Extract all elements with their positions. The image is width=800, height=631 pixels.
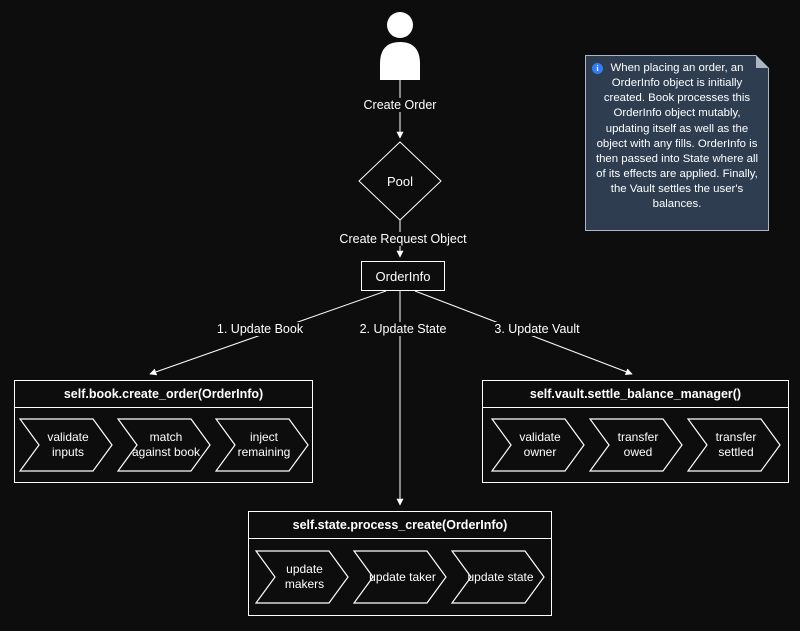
edge-label-create-request: Create Request Object bbox=[334, 232, 472, 246]
book-container: self.book.create_order(OrderInfo) valida… bbox=[14, 380, 313, 483]
chevron-shape bbox=[18, 418, 113, 472]
vault-step-transfer-settled: transfer settled bbox=[686, 418, 781, 472]
chevron-shape bbox=[255, 550, 349, 604]
book-steps: validate inputs match against book injec… bbox=[15, 408, 312, 482]
step-label: validate owner bbox=[519, 430, 561, 459]
vault-step-validate-owner: validate owner bbox=[490, 418, 585, 472]
book-step-validate-inputs: validate inputs bbox=[18, 418, 113, 472]
edge-label-update-state: 2. Update State bbox=[354, 322, 452, 336]
chevron-shape bbox=[353, 550, 447, 604]
chevron-shape bbox=[214, 418, 309, 472]
step-label: update taker bbox=[369, 569, 436, 584]
note-fold-corner bbox=[756, 55, 769, 68]
note-text: When placing an order, an OrderInfo obje… bbox=[595, 62, 759, 211]
state-container: self.state.process_create(OrderInfo) upd… bbox=[248, 511, 552, 616]
step-label: inject remaining bbox=[237, 430, 291, 459]
vault-step-transfer-owed: transfer owed bbox=[588, 418, 683, 472]
edge-label-update-book: 1. Update Book bbox=[211, 322, 309, 336]
orderinfo-node: OrderInfo bbox=[361, 261, 445, 291]
state-step-update-taker: update taker bbox=[353, 550, 447, 604]
state-step-update-state: update state bbox=[451, 550, 545, 604]
vault-steps: validate owner transfer owed transfer se… bbox=[483, 408, 788, 482]
vault-title: self.vault.settle_balance_manager() bbox=[483, 381, 788, 408]
edge-label-create-order: Create Order bbox=[358, 98, 442, 112]
step-label: update state bbox=[467, 569, 534, 584]
user-actor-icon bbox=[380, 12, 420, 80]
step-label: match against book bbox=[131, 430, 201, 459]
chevron-shape bbox=[116, 418, 211, 472]
vault-container: self.vault.settle_balance_manager() vali… bbox=[482, 380, 789, 483]
state-title: self.state.process_create(OrderInfo) bbox=[249, 512, 551, 539]
step-label: transfer settled bbox=[715, 430, 757, 459]
step-label: validate inputs bbox=[47, 430, 89, 459]
pool-node: Pool bbox=[358, 141, 442, 221]
book-title: self.book.create_order(OrderInfo) bbox=[15, 381, 312, 408]
book-step-inject-remaining: inject remaining bbox=[214, 418, 309, 472]
state-steps: update makers update taker update state bbox=[249, 539, 551, 615]
edge-label-update-vault: 3. Update Vault bbox=[489, 322, 585, 336]
pool-diamond-shape bbox=[358, 141, 442, 221]
state-step-update-makers: update makers bbox=[255, 550, 349, 604]
step-label: transfer owed bbox=[617, 430, 659, 459]
chevron-shape bbox=[588, 418, 683, 472]
step-label: update makers bbox=[284, 562, 325, 591]
pool-label: Pool bbox=[386, 173, 414, 189]
book-step-match-against-book: match against book bbox=[116, 418, 211, 472]
explanation-note: i When placing an order, an OrderInfo ob… bbox=[585, 55, 769, 231]
chevron-shape bbox=[686, 418, 781, 472]
info-icon: i bbox=[592, 63, 603, 74]
chevron-shape bbox=[451, 550, 545, 604]
chevron-shape bbox=[490, 418, 585, 472]
